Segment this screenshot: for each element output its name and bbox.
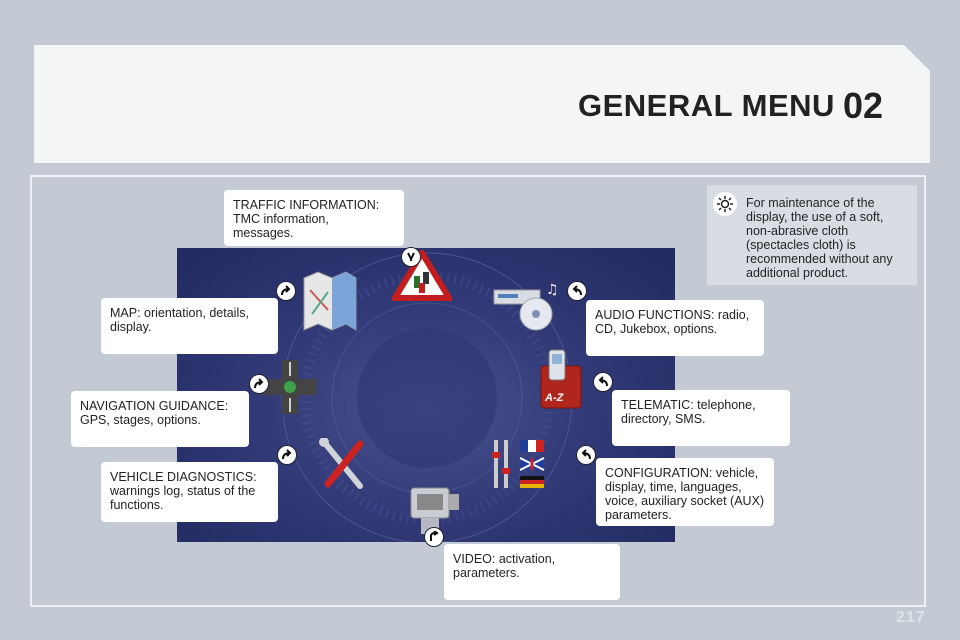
map-callout: MAP: orientation, details, display. xyxy=(101,298,278,354)
gear-icon xyxy=(713,192,737,216)
cd-player-icon[interactable]: ♫ xyxy=(492,280,562,332)
video-callout: VIDEO: activation, parameters. xyxy=(444,544,620,600)
configuration-arrow-button[interactable] xyxy=(576,445,596,465)
page-title: GENERAL MENU xyxy=(578,88,835,123)
telematic-callout: TELEMATIC: telephone, directory, SMS. xyxy=(612,390,790,446)
vehicle-diagnostics-callout: VEHICLE DIAGNOSTICS: warnings log, statu… xyxy=(101,462,278,522)
tools-icon[interactable] xyxy=(318,438,368,494)
arrow-left-icon xyxy=(598,376,608,387)
arrow-left-icon xyxy=(572,285,582,296)
chapter-number: 02 xyxy=(843,85,884,126)
header-band xyxy=(34,45,930,163)
maintenance-note-text: For maintenance of the display, the use … xyxy=(746,196,893,280)
arrow-right-icon xyxy=(281,285,291,296)
crossroads-icon[interactable] xyxy=(263,360,317,414)
arrow-down-icon xyxy=(407,252,415,262)
audio-functions-callout: AUDIO FUNCTIONS: radio, CD, Jukebox, opt… xyxy=(586,300,764,356)
maintenance-note xyxy=(707,185,917,285)
arrow-right-icon xyxy=(282,449,292,460)
diagnostics-arrow-button[interactable] xyxy=(277,445,297,465)
phone-directory-icon[interactable]: A-Z xyxy=(537,348,587,412)
traffic-arrow-button[interactable] xyxy=(401,247,421,267)
map-icon[interactable] xyxy=(300,270,360,334)
content-frame xyxy=(30,175,926,607)
map-arrow-button[interactable] xyxy=(276,281,296,301)
arrow-right-icon xyxy=(254,378,264,389)
video-camera-icon[interactable] xyxy=(407,480,461,536)
arrow-up-icon xyxy=(430,531,439,541)
audio-arrow-button[interactable] xyxy=(567,281,587,301)
video-arrow-button[interactable] xyxy=(424,527,444,547)
navigation-guidance-callout: NAVIGATION GUIDANCE: GPS, stages, option… xyxy=(71,391,249,447)
traffic-information-callout: TRAFFIC INFORMATION: TMC information, me… xyxy=(224,190,404,246)
navigation-arrow-button[interactable] xyxy=(249,374,269,394)
arrow-left-icon xyxy=(581,449,591,460)
configuration-callout: CONFIGURATION: vehicle, display, time, l… xyxy=(596,458,774,526)
page-number: 217 xyxy=(896,609,926,626)
settings-flags-icon[interactable] xyxy=(490,438,550,494)
traffic-warning-icon[interactable] xyxy=(392,250,452,302)
telematic-arrow-button[interactable] xyxy=(593,372,613,392)
az-label: A-Z xyxy=(545,392,564,404)
svg-text:♫: ♫ xyxy=(546,282,559,298)
